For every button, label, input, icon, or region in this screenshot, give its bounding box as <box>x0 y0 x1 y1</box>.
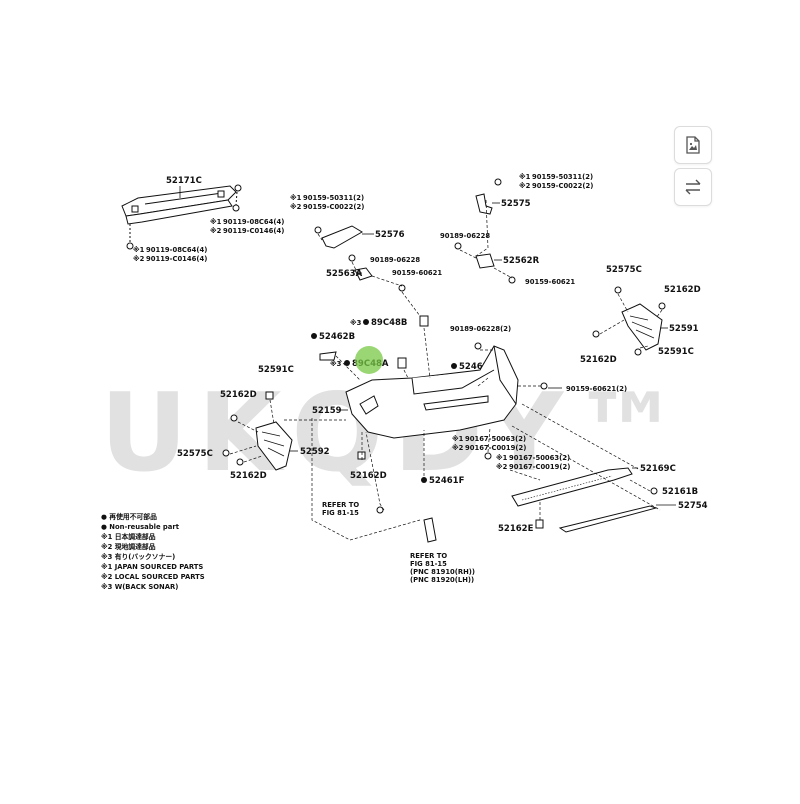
fastener-90119-c0146-a: 90119-C0146(4) <box>223 227 284 235</box>
label-89c48b: 89C48B <box>371 318 407 328</box>
mark-1-b: ※1 <box>133 245 145 254</box>
fastener-90167-50063-a: 90167-50063(2) <box>465 435 526 443</box>
legend-line-2: ● Non-reusable part <box>101 523 180 531</box>
mark-2-a: ※2 <box>210 226 222 235</box>
fastener-90119-08c64-b: 90119-08C64(4) <box>146 246 207 254</box>
mark-1-c: ※1 <box>290 193 302 202</box>
refer-to-a: REFER TO <box>322 501 359 509</box>
legend: ● 再使用不可部品 ● Non-reusable part ※1 日本調達部品 … <box>101 512 205 591</box>
mark-3-a: ※3 <box>350 318 362 327</box>
legend-line-4: ※2 現地調達部品 <box>101 542 156 551</box>
legend-line-7: ※2 LOCAL SOURCED PARTS <box>101 572 205 581</box>
label-52461f: 52461F <box>429 476 465 486</box>
label-52563a: 52563A <box>326 269 363 279</box>
fastener-90159-60621-a: 90159-60621 <box>392 269 442 277</box>
fig-81-15-b: FIG 81-15 <box>410 560 447 568</box>
fastener-90167-50063-b: 90167-50063(2) <box>509 454 570 462</box>
label-52169c: 52169C <box>640 464 676 474</box>
fastener-90159-c0022-a: 90159-C0022(2) <box>303 203 364 211</box>
swap-arrows-icon <box>684 179 702 195</box>
label-52162d-left-top: 52162D <box>220 390 257 400</box>
fastener-90159-50311-b: 90159-50311(2) <box>532 173 593 181</box>
legend-line-8: ※3 W(BACK SONAR) <box>101 582 178 591</box>
mark-2-d: ※2 <box>519 181 531 190</box>
label-52591c: 52591C <box>658 347 694 357</box>
mark-3-b: ※3 <box>330 359 342 368</box>
fastener-90189-06228-c: 90189-06228(2) <box>450 325 511 333</box>
cursor-highlight <box>355 346 383 374</box>
fastener-90159-60621-c: 90159-60621(2) <box>566 385 627 393</box>
fastener-90119-08c64-a: 90119-08C64(4) <box>223 218 284 226</box>
fig-81-15-a: FIG 81-15 <box>322 509 359 517</box>
legend-line-1: ● 再使用不可部品 <box>101 512 157 521</box>
label-52575c-right: 52575C <box>606 265 642 275</box>
legend-line-6: ※1 JAPAN SOURCED PARTS <box>101 562 203 571</box>
mark-1-e: ※1 <box>452 434 464 443</box>
fastener-90167-c0019-a: 90167-C0019(2) <box>465 444 526 452</box>
fastener-90159-50311-a: 90159-50311(2) <box>303 194 364 202</box>
bumper-cover-52159 <box>345 345 519 439</box>
label-52575c-left: 52575C <box>177 449 213 459</box>
label-52591c-left: 52591C <box>258 365 294 375</box>
pnc-lh: (PNC 81920(LH)) <box>410 576 474 584</box>
fastener-90159-c0022-b: 90159-C0022(2) <box>532 182 593 190</box>
legend-line-3: ※1 日本調達部品 <box>101 532 156 541</box>
label-52462b-right: 52462B <box>459 362 495 372</box>
label-52161b: 52161B <box>662 487 698 497</box>
label-52162d-right: 52162D <box>580 355 617 365</box>
pnc-rh: (PNC 81910(RH)) <box>410 568 475 576</box>
mark-2-f: ※2 <box>496 462 508 471</box>
fastener-90167-c0019-b: 90167-C0019(2) <box>509 463 570 471</box>
label-52576: 52576 <box>375 230 405 240</box>
label-52162d-left: 52162D <box>230 471 267 481</box>
label-52754: 52754 <box>678 501 708 511</box>
fastener-90189-06228-a: 90189-06228 <box>370 256 420 264</box>
fastener-90159-60621-b: 90159-60621 <box>525 278 575 286</box>
label-52592: 52592 <box>300 447 330 457</box>
mark-1-f: ※1 <box>496 453 508 462</box>
mark-2-c: ※2 <box>290 202 302 211</box>
label-52162e: 52162E <box>498 524 534 534</box>
image-file-button[interactable] <box>674 126 712 164</box>
legend-line-5: ※3 有り(バックソナー) <box>101 552 175 561</box>
label-52562r: 52562R <box>503 256 540 266</box>
mark-2-e: ※2 <box>452 443 464 452</box>
reinforcement-52171c <box>121 185 237 225</box>
label-52462b-left: 52462B <box>319 332 355 342</box>
label-52575: 52575 <box>501 199 531 209</box>
swap-button[interactable] <box>674 168 712 206</box>
leader-lines <box>229 199 663 541</box>
mark-1-d: ※1 <box>519 172 531 181</box>
label-52159: 52159 <box>312 406 342 416</box>
label-52591: 52591 <box>669 324 699 334</box>
label-52162d-right-top: 52162D <box>664 285 701 295</box>
label-52171c: 52171C <box>166 176 202 186</box>
mark-1-a: ※1 <box>210 217 222 226</box>
fastener-90119-c0146-b: 90119-C0146(4) <box>146 255 207 263</box>
mark-2-b: ※2 <box>133 254 145 263</box>
refer-to-b: REFER TO <box>410 552 447 560</box>
image-file-icon <box>685 136 701 154</box>
label-52162d-center: 52162D <box>350 471 387 481</box>
fastener-90189-06228-b: 90189-06228 <box>440 232 490 240</box>
